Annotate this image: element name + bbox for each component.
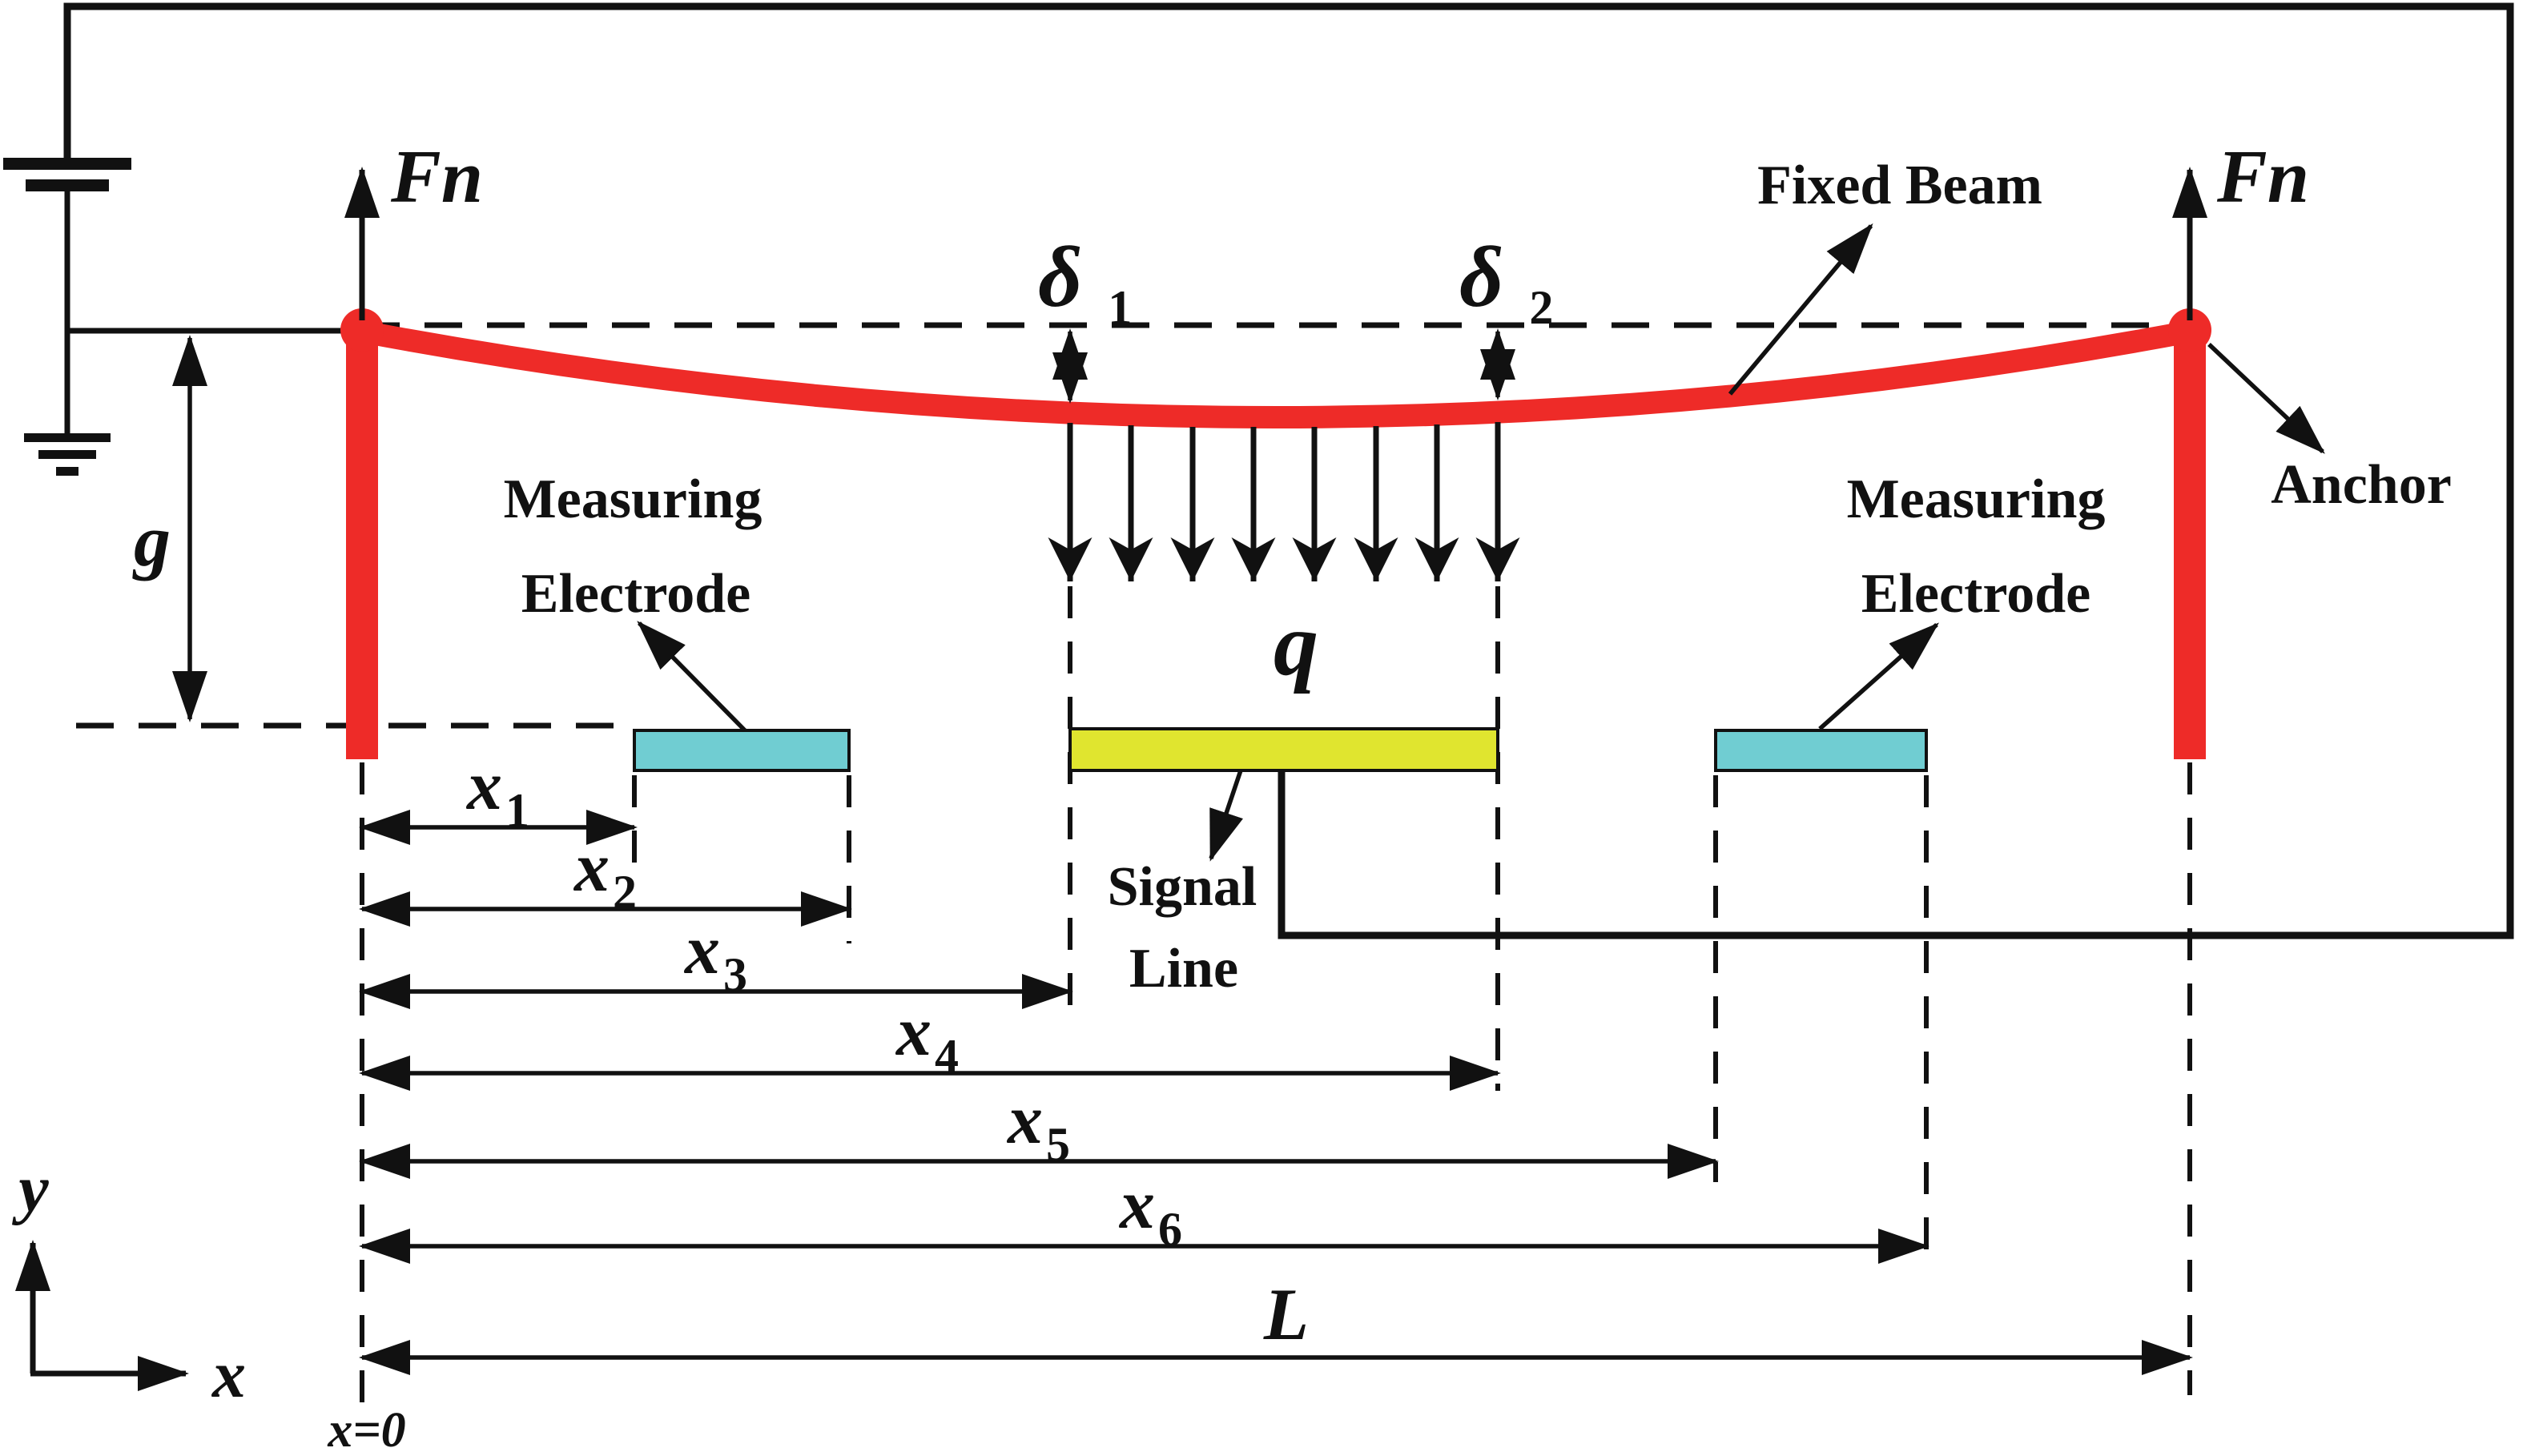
delta1-label: δ 1	[1038, 230, 1132, 334]
anchor-leader-arrow	[2207, 342, 2325, 454]
battery-plate-long	[3, 158, 131, 170]
L-label-main: L	[1263, 1273, 1309, 1355]
annotations: Fixed Beam Anchor Measuring Electrode Me…	[504, 155, 2452, 999]
fixed-beam-curve	[351, 320, 2201, 428]
x2-label-sub: 2	[613, 866, 637, 919]
x3-label-main: x	[683, 911, 720, 989]
deflection-dimensions: δ 1 δ 2	[1038, 230, 1553, 404]
anchor-post-right	[2174, 332, 2206, 759]
ground-line-1	[24, 433, 111, 442]
signal-line-electrode	[1068, 727, 1499, 772]
distributed-load: q	[1048, 422, 1520, 694]
x5-dimension-label: x 5	[1006, 1081, 1070, 1171]
gap-label: g	[132, 500, 171, 581]
circuit-outline-wire	[63, 2, 2514, 939]
circuit	[3, 2, 2514, 939]
measuring-electrode-left-leader-arrow	[637, 621, 746, 732]
anchor-dot-left	[340, 308, 384, 352]
dimension-lines: x 1 x 2 x 3 x 4 x 5 x 6 L	[359, 747, 2193, 1375]
battery-plate-short	[26, 179, 109, 191]
signal-line-leader-arrow	[1209, 770, 1243, 862]
x2-dimension-label: x 2	[573, 829, 637, 919]
signal-line-label-line1: Signal	[1108, 856, 1257, 918]
x2-label-main: x	[573, 829, 610, 907]
reference-lines	[76, 322, 2192, 1422]
delta1-subscript: 1	[1108, 281, 1132, 334]
x3-dimension-label: x 3	[683, 911, 747, 1001]
x4-dimension-label: x 4	[895, 993, 959, 1083]
x3-label-sub: 3	[723, 948, 747, 1001]
ground-line-3	[56, 467, 78, 476]
anchor-dot-right	[2168, 308, 2211, 352]
signal-line-label-line2: Line	[1129, 938, 1238, 999]
x-zero-label: x=0	[327, 1403, 405, 1456]
x6-dimension-label: x 6	[1118, 1166, 1182, 1256]
anchor-label: Anchor	[2271, 454, 2452, 516]
delta2-symbol: δ	[1459, 230, 1503, 325]
fixed-beam-label: Fixed Beam	[1757, 155, 2042, 216]
measuring-electrode-right-label-line2: Electrode	[1861, 563, 2090, 625]
measuring-electrode-left	[633, 729, 851, 772]
anchor-post-left	[346, 332, 378, 759]
fixed-beam-leader-arrow	[1728, 223, 1873, 396]
delta1-symbol: δ	[1038, 230, 1082, 325]
measuring-electrode-right-leader-arrow	[1818, 622, 1939, 731]
L-dimension-label: L	[1263, 1273, 1309, 1355]
measuring-electrode-left-label-line1: Measuring	[504, 469, 763, 530]
beam-structure	[340, 308, 2211, 759]
electrodes	[633, 727, 1928, 772]
measuring-electrode-right-label-line1: Measuring	[1847, 469, 2106, 530]
delta2-subscript: 2	[1529, 281, 1553, 334]
normal-force-arrows: Fn Fn	[344, 135, 2309, 320]
gap-dimension: g	[132, 335, 207, 722]
x5-label-sub: 5	[1046, 1118, 1070, 1171]
fn-label-right: Fn	[2216, 135, 2309, 219]
x-axis-label: x	[211, 1337, 246, 1412]
x4-label-sub: 4	[935, 1030, 959, 1083]
measuring-electrode-right	[1714, 729, 1928, 772]
delta2-label: δ 2	[1459, 230, 1553, 334]
load-label: q	[1274, 595, 1318, 694]
x6-label-main: x	[1118, 1166, 1155, 1244]
x1-label-sub: 1	[505, 784, 529, 837]
x1-dimension-label: x 1	[465, 747, 529, 837]
x1-label-main: x	[465, 747, 502, 825]
coordinate-axes: y x x=0	[11, 1152, 405, 1456]
x4-label-main: x	[895, 993, 932, 1071]
x5-label-main: x	[1006, 1081, 1043, 1159]
fn-label-left: Fn	[390, 135, 483, 219]
measuring-electrode-left-label-line2: Electrode	[521, 563, 750, 625]
x6-label-sub: 6	[1158, 1203, 1182, 1256]
ground-line-2	[38, 450, 96, 459]
y-axis-label: y	[11, 1152, 49, 1226]
